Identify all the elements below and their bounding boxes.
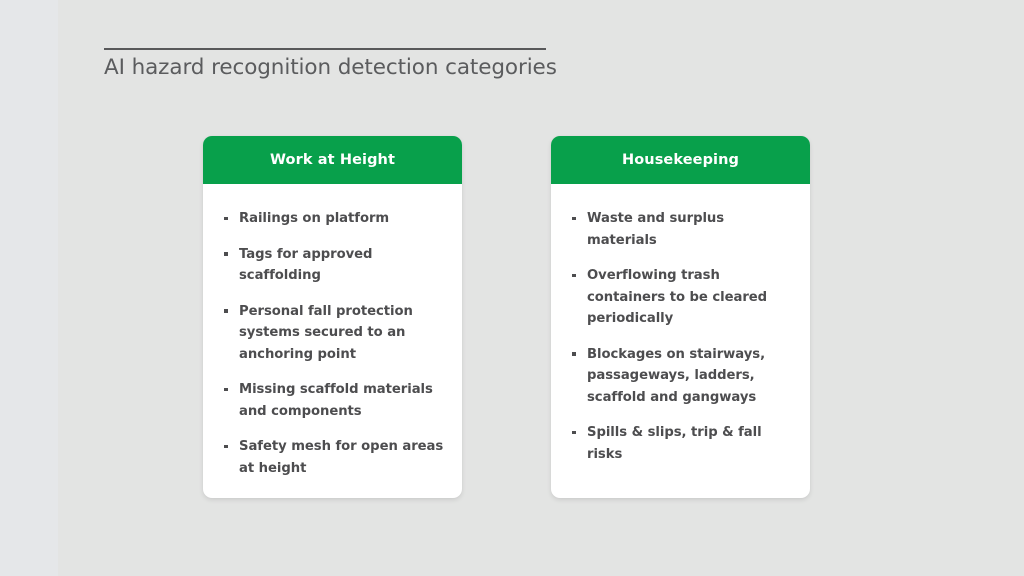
bullet-square-icon xyxy=(572,273,576,277)
bullet-square-icon xyxy=(572,352,576,356)
bullet-square-icon xyxy=(572,430,576,434)
card-header-housekeeping: Housekeeping xyxy=(551,136,810,184)
list-item-label: Tags for approved scaffolding xyxy=(239,246,373,284)
list-item-label: Waste and surplus materials xyxy=(587,211,725,248)
list-item-label: Spills & slips, trip & fall risks xyxy=(587,425,762,462)
list-item-label: Missing scaffold materials and component… xyxy=(239,382,433,419)
hazard-list-housekeeping: Waste and surplus materials Overflowing … xyxy=(570,208,792,465)
list-item: Waste and surplus materials xyxy=(570,208,792,251)
page-title: AI hazard recognition detection categori… xyxy=(104,55,557,80)
list-item: Tags for approved scaffolding xyxy=(222,244,444,287)
bullet-square-icon xyxy=(224,444,228,448)
list-item-label: Overflowing trash containers to be clear… xyxy=(587,268,768,326)
list-item: Safety mesh for open areas at height xyxy=(222,436,444,479)
card-body-housekeeping: Waste and surplus materials Overflowing … xyxy=(551,184,810,465)
list-item: Overflowing trash containers to be clear… xyxy=(570,265,792,330)
list-item-label: Railings on platform xyxy=(239,211,390,226)
card-title-work-at-height: Work at Height xyxy=(269,152,396,168)
list-item: Personal fall protection systems secured… xyxy=(222,301,444,366)
list-item: Spills & slips, trip & fall risks xyxy=(570,422,792,465)
left-edge-strip xyxy=(0,0,58,576)
card-body-work-at-height: Railings on platform Tags for approved s… xyxy=(203,184,462,479)
bullet-square-icon xyxy=(572,216,576,220)
bullet-square-icon xyxy=(224,309,228,313)
hazard-list-work-at-height: Railings on platform Tags for approved s… xyxy=(222,208,444,479)
list-item-label: Safety mesh for open areas at height xyxy=(239,439,444,476)
list-item: Blockages on stairways, passageways, lad… xyxy=(570,344,792,409)
title-divider-rule xyxy=(104,48,546,50)
bullet-square-icon xyxy=(224,252,228,256)
bullet-square-icon xyxy=(224,216,228,220)
card-header-work-at-height: Work at Height xyxy=(203,136,462,184)
card-title-housekeeping: Housekeeping xyxy=(621,152,740,168)
bullet-square-icon xyxy=(224,387,228,391)
list-item: Missing scaffold materials and component… xyxy=(222,379,444,422)
title-block: AI hazard recognition detection categori… xyxy=(104,48,564,82)
list-item-label: Blockages on stairways, passageways, lad… xyxy=(587,346,766,405)
list-item: Railings on platform xyxy=(222,208,444,230)
category-card-work-at-height: Work at Height Railings on platform Tags… xyxy=(203,136,462,498)
category-card-housekeeping: Housekeeping Waste and surplus materials… xyxy=(551,136,810,498)
list-item-label: Personal fall protection systems secured… xyxy=(239,303,413,362)
